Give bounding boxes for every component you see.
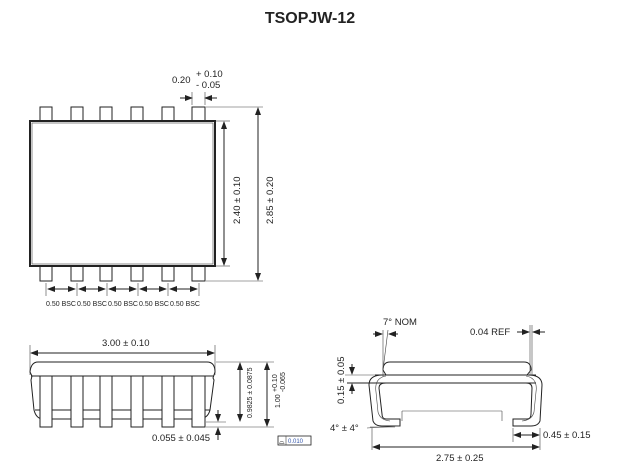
coplanarity-value: 0.010 [288, 439, 304, 445]
body-height-label: 0.9825 ± 0.0875 [247, 367, 254, 418]
coplanarity-frame [277, 435, 312, 446]
draft-angle-label: 7° NOM [383, 317, 417, 328]
top-view: 0.20 + 0.10 - 0.05 2.40 ± 0.10 2.85 ± 0.… [29, 69, 276, 308]
overall-height-nominal: 1.00 [275, 394, 282, 408]
lead-width-minus: - 0.05 [196, 80, 220, 91]
overall-height-minus: -0.065 [280, 372, 287, 392]
foot-length-label: 0.45 ± 0.15 [543, 430, 590, 441]
bottom-leads [39, 265, 206, 282]
ref-label: 0.04 REF [470, 327, 510, 338]
pitch-dimensions: 0.50 BSC 0.50 BSC 0.50 BSC 0.50 BSC 0.50… [45, 283, 200, 308]
overall-width-label: 2.85 ± 0.20 [265, 177, 276, 224]
pitch-label: 0.50 BSC [46, 301, 76, 308]
pitch-label: 0.50 BSC [77, 301, 107, 308]
overall-length-label: 2.75 ± 0.25 [436, 453, 483, 464]
lead-width-plus: + 0.10 [196, 69, 223, 80]
foot-angle-label: 4° ± 4° [330, 423, 359, 434]
side-leads [39, 375, 206, 428]
overall-height-plus: +0.10 [272, 374, 279, 392]
side-view: 3.00 ± 0.10 0.9825 ± 0.0875 1.00 +0.10 -… [29, 338, 312, 446]
pitch-label: 0.50 BSC [170, 301, 200, 308]
pitch-label: 0.50 BSC [139, 301, 169, 308]
top-leads [39, 106, 206, 122]
coplanarity-symbol: ⌓ [279, 439, 285, 446]
standoff-label: 0.055 ± 0.045 [152, 433, 210, 444]
package-body [29, 120, 216, 267]
drawing-title: TSOPJW-12 [264, 10, 356, 27]
lead-thickness-label: 0.15 ± 0.05 [336, 357, 347, 404]
end-view: 7° NOM 0.04 REF 0.15 ± 0.05 4° ± 4° 0.45… [330, 317, 590, 464]
body-width-label: 2.40 ± 0.10 [232, 177, 243, 224]
pitch-label: 0.50 BSC [108, 301, 138, 308]
length-label: 3.00 ± 0.10 [102, 338, 149, 349]
lead-width-nominal: 0.20 [172, 75, 191, 86]
